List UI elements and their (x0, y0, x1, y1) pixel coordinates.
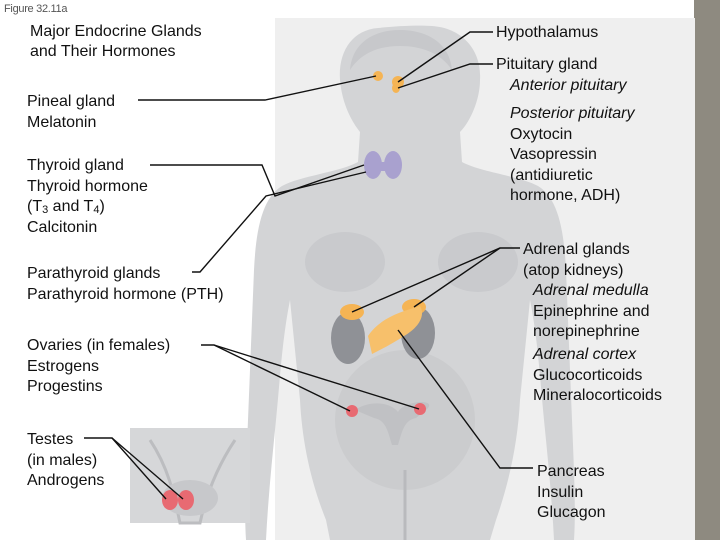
thyroid-t3-t4: (T3 and T4) (27, 198, 105, 216)
posterior-pituitary-label: Posterior pituitary Oxytocin Vasopressin… (510, 105, 635, 204)
pituitary-label: Pituitary gland Anterior pituitary (496, 56, 627, 94)
uterus-and-ovaries (346, 401, 430, 445)
pancreas (368, 306, 423, 354)
thyroid-gland (364, 151, 402, 179)
figure-label: Figure 32.11a (4, 3, 68, 15)
slide-side-band (694, 0, 720, 540)
adrenal-label: Adrenal glands (atop kidneys) (523, 241, 630, 279)
leader-lines (84, 31, 533, 500)
pituitary-gland (392, 83, 400, 93)
adrenal-medulla-label: Adrenal medulla Epinephrine and norepine… (533, 282, 650, 340)
testes (162, 490, 194, 510)
thyroid-label: Thyroid gland Thyroid hormone (T3 and T4… (27, 157, 148, 236)
pineal-gland (373, 71, 383, 81)
male-inset (130, 428, 250, 525)
adrenal-cortex-label: Adrenal cortex Glucocorticoids Mineraloc… (533, 346, 662, 404)
hypothalamus-label: Hypothalamus (496, 24, 599, 41)
testes-label: Testes(in males)Androgens (27, 431, 105, 489)
